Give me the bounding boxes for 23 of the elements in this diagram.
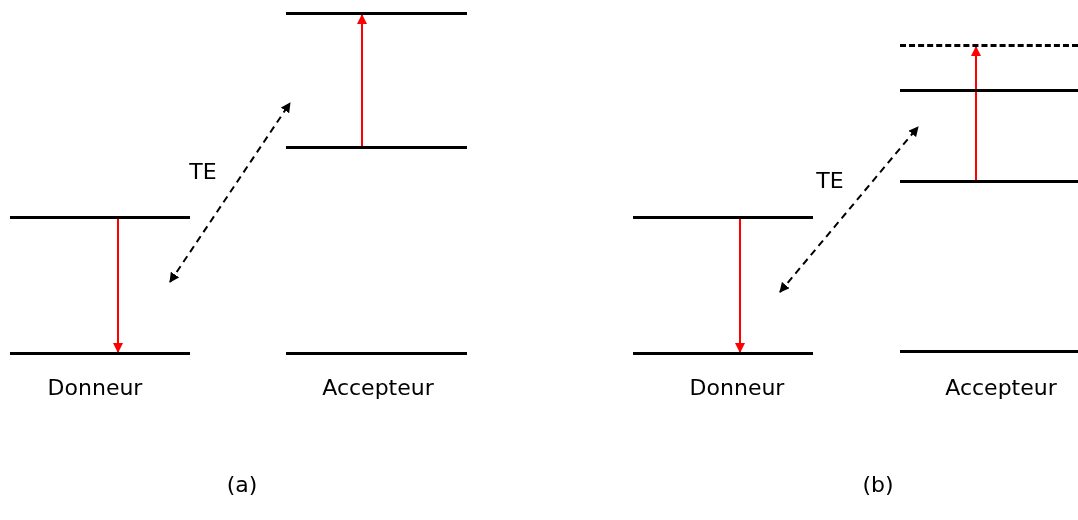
energy-level-line bbox=[286, 146, 467, 149]
energy-level-line bbox=[900, 350, 1078, 353]
energy-level-line bbox=[900, 89, 1078, 92]
panel-label: (a) bbox=[226, 472, 258, 498]
arrow bbox=[735, 218, 745, 353]
te-label: TE bbox=[816, 168, 844, 194]
energy-level-line bbox=[900, 180, 1078, 183]
energy-level-line bbox=[633, 352, 813, 355]
level-caption: Donneur bbox=[47, 375, 143, 401]
level-caption: Accepteur bbox=[322, 375, 434, 401]
energy-level-line bbox=[286, 12, 467, 15]
panel-label: (b) bbox=[862, 472, 894, 498]
arrow bbox=[357, 14, 367, 147]
arrow bbox=[113, 218, 123, 353]
level-caption: Accepteur bbox=[945, 375, 1057, 401]
energy-level-line bbox=[286, 352, 467, 355]
arrow bbox=[971, 46, 981, 181]
energy-level-line bbox=[633, 216, 813, 219]
energy-level-line bbox=[10, 352, 190, 355]
te-label: TE bbox=[189, 159, 217, 185]
dashed-energy-level bbox=[900, 44, 1078, 47]
energy-level-line bbox=[10, 216, 190, 219]
level-caption: Donneur bbox=[689, 375, 785, 401]
